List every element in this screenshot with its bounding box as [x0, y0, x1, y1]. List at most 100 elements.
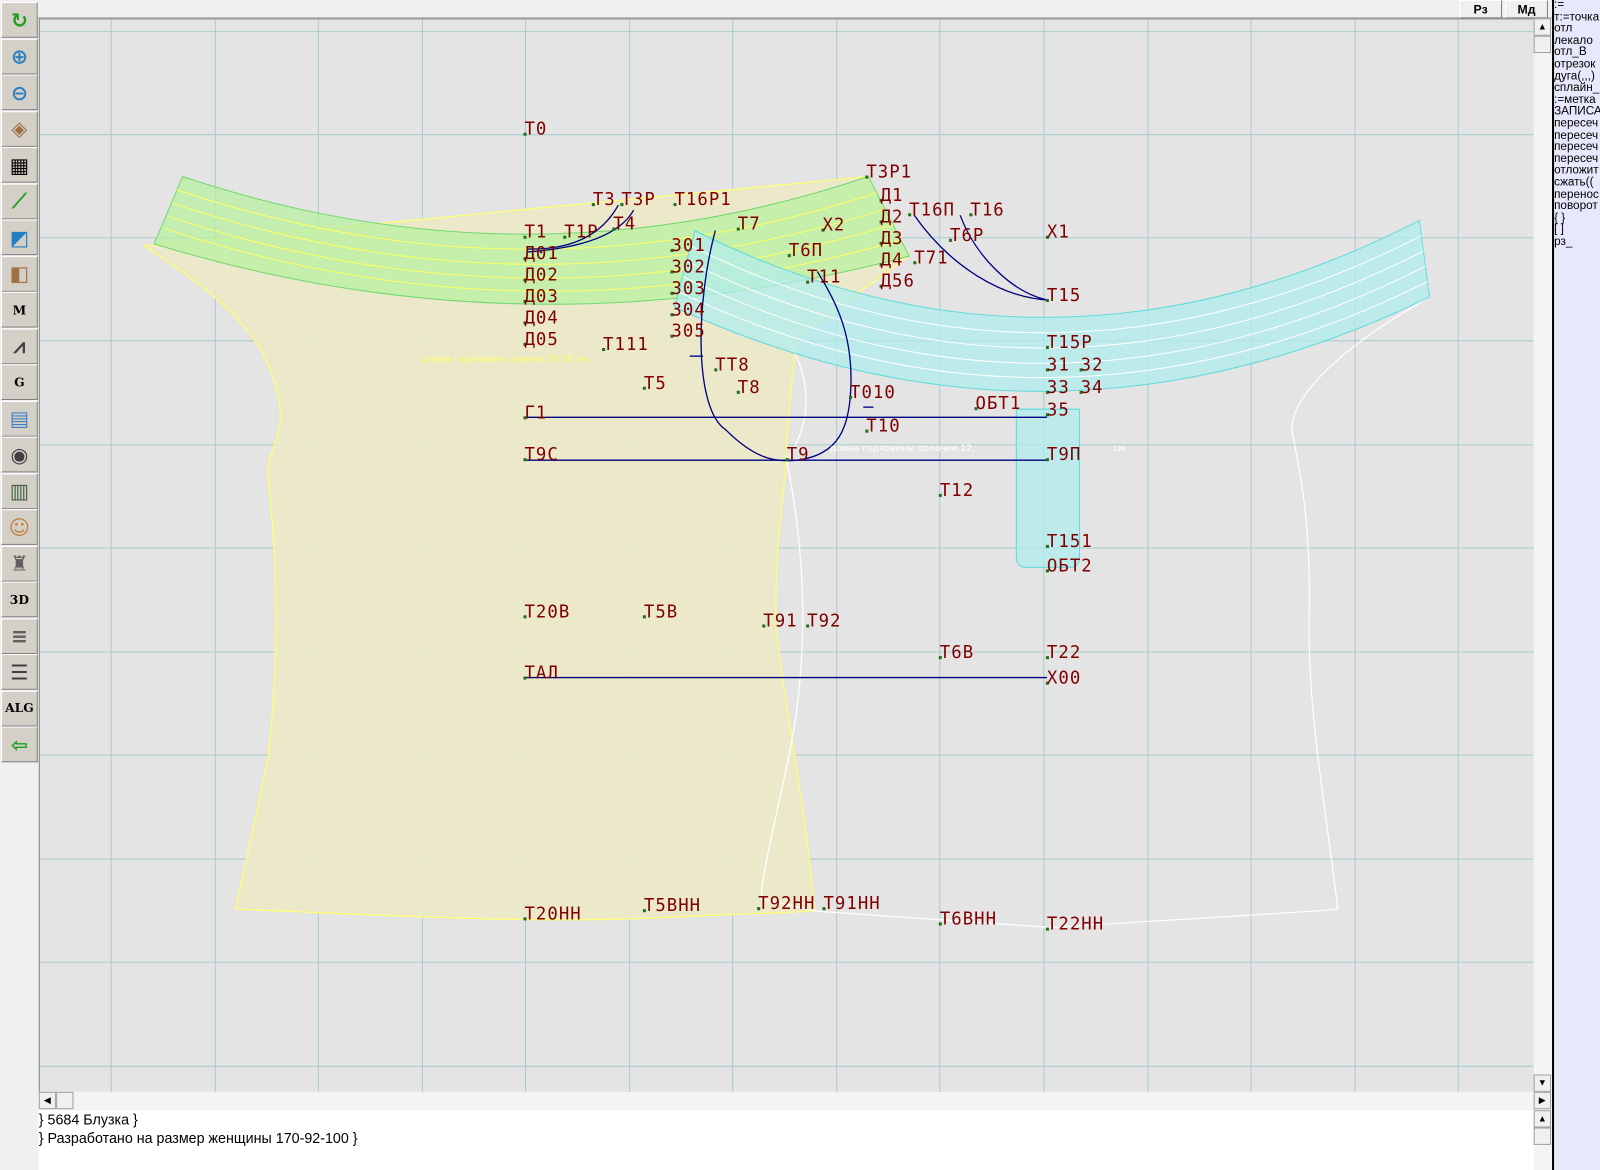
jacket-button[interactable]: ♜ — [1, 545, 38, 582]
description-text-area[interactable]: } 5684 Блузка } } Разработано на размер … — [38, 1110, 1552, 1170]
point-marker[interactable] — [523, 235, 527, 239]
ruler-button[interactable]: ▤ — [1, 400, 38, 437]
point-marker[interactable] — [673, 203, 677, 207]
point-marker[interactable] — [938, 493, 942, 497]
point-marker[interactable] — [523, 458, 527, 462]
point-marker[interactable] — [591, 203, 595, 207]
command-item[interactable]: пересеч — [1554, 140, 1599, 154]
point-marker[interactable] — [1045, 458, 1049, 462]
point-marker[interactable] — [1045, 413, 1049, 417]
grid-button[interactable]: ▦ — [1, 146, 38, 183]
point-marker[interactable] — [736, 227, 740, 231]
point-marker[interactable] — [1045, 544, 1049, 548]
command-item[interactable]: пересеч — [1554, 129, 1599, 142]
exit-button[interactable]: ⇦ — [1, 726, 38, 763]
spreadsheet-button[interactable]: ▥ — [1, 472, 38, 509]
point-marker[interactable] — [670, 313, 674, 317]
point-marker[interactable] — [879, 263, 883, 267]
command-item[interactable]: рз_ — [1554, 235, 1573, 248]
pattern-drawing[interactable]: длина горловины спинки 20,38 см длина го… — [39, 19, 1535, 1093]
point-marker[interactable] — [642, 386, 646, 390]
point-marker[interactable] — [879, 220, 883, 224]
command-item[interactable]: дуга(,,,) — [1554, 69, 1595, 83]
point-marker[interactable] — [1045, 569, 1049, 573]
point-marker[interactable] — [670, 291, 674, 295]
text-list-button[interactable]: ≡ — [1, 617, 38, 654]
camera-button[interactable]: ◉ — [1, 436, 38, 473]
vertical-scrollbar[interactable]: ▲ ▼ — [1533, 18, 1552, 1092]
point-marker[interactable] — [879, 241, 883, 245]
command-item[interactable]: := — [1554, 0, 1565, 12]
point-marker[interactable] — [879, 284, 883, 288]
description-scrollbar[interactable]: ▲ — [1533, 1110, 1552, 1170]
point-marker[interactable] — [865, 429, 869, 433]
point-marker[interactable] — [1045, 235, 1049, 239]
pattern-piece-button[interactable]: ◧ — [1, 255, 38, 292]
scroll-left-button[interactable]: ◀ — [38, 1091, 57, 1110]
command-item[interactable]: :=метка — [1554, 93, 1596, 106]
point-marker[interactable] — [1079, 368, 1083, 372]
map-button[interactable]: ◩ — [1, 219, 38, 256]
pattern-view-button[interactable]: ◈ — [1, 110, 38, 147]
point-marker[interactable] — [670, 248, 674, 253]
compass-button[interactable]: ⩘ — [1, 328, 38, 364]
scroll-right-button[interactable]: ▶ — [1533, 1091, 1552, 1110]
point-marker[interactable] — [1045, 298, 1049, 303]
point-marker[interactable] — [948, 238, 953, 242]
point-marker[interactable] — [523, 278, 527, 282]
point-marker[interactable] — [913, 261, 917, 265]
point-marker[interactable] — [1045, 368, 1049, 372]
drawing-canvas[interactable]: длина горловины спинки 20,38 см длина го… — [38, 18, 1536, 1094]
zoom-in-button[interactable]: ⊕ — [1, 38, 38, 74]
command-item[interactable]: отл_В — [1554, 46, 1587, 59]
point-marker[interactable] — [908, 213, 912, 217]
point-marker[interactable] — [1045, 656, 1049, 660]
command-item[interactable]: отл — [1554, 22, 1573, 35]
point-marker[interactable] — [821, 228, 825, 232]
point-marker[interactable] — [1045, 681, 1049, 685]
point-marker[interactable] — [969, 213, 973, 217]
point-marker[interactable] — [523, 257, 527, 261]
layers-button[interactable]: ☰ — [1, 654, 38, 690]
command-item[interactable]: { } — [1554, 211, 1566, 225]
rz-button[interactable]: Рз — [1459, 0, 1503, 19]
command-item[interactable]: перенос — [1554, 188, 1599, 201]
point-marker[interactable] — [1045, 345, 1049, 349]
point-marker[interactable] — [670, 270, 674, 274]
point-marker[interactable] — [822, 907, 826, 911]
command-item[interactable]: пересеч — [1554, 117, 1599, 130]
pattern-m-button[interactable]: M — [1, 291, 38, 328]
point-marker[interactable] — [806, 624, 810, 628]
command-item[interactable]: т:=точка — [1554, 10, 1600, 24]
point-marker[interactable] — [670, 334, 674, 338]
command-item[interactable]: отложит — [1554, 164, 1599, 177]
md-button[interactable]: Мд — [1505, 0, 1548, 19]
point-marker[interactable] — [620, 203, 624, 207]
refresh-button[interactable]: ↻ — [1, 2, 38, 38]
point-marker[interactable] — [806, 280, 810, 284]
scroll-up-button[interactable]: ▲ — [1533, 18, 1552, 36]
point-marker[interactable] — [1045, 927, 1049, 931]
point-marker[interactable] — [523, 917, 527, 921]
command-item[interactable]: лекало — [1554, 34, 1593, 47]
point-marker[interactable] — [757, 907, 761, 911]
point-marker[interactable] — [563, 235, 567, 239]
point-marker[interactable] — [523, 676, 527, 680]
point-marker[interactable] — [602, 347, 606, 352]
point-marker[interactable] — [1079, 390, 1083, 394]
command-item[interactable]: пересеч — [1554, 152, 1599, 166]
command-item[interactable]: [ ] — [1554, 223, 1564, 236]
point-marker[interactable] — [938, 656, 942, 660]
point-marker[interactable] — [642, 909, 646, 913]
point-marker[interactable] — [523, 342, 527, 346]
scroll-thumb[interactable] — [1533, 35, 1552, 54]
point-marker[interactable] — [1045, 390, 1049, 394]
point-marker[interactable] — [736, 390, 740, 394]
point-marker[interactable] — [879, 198, 883, 203]
point-marker[interactable] — [714, 368, 718, 372]
3d-button[interactable]: 3D — [1, 581, 38, 618]
point-marker[interactable] — [974, 407, 978, 411]
hscroll-thumb[interactable] — [56, 1091, 74, 1110]
avatar-button[interactable]: ☺ — [1, 509, 38, 545]
